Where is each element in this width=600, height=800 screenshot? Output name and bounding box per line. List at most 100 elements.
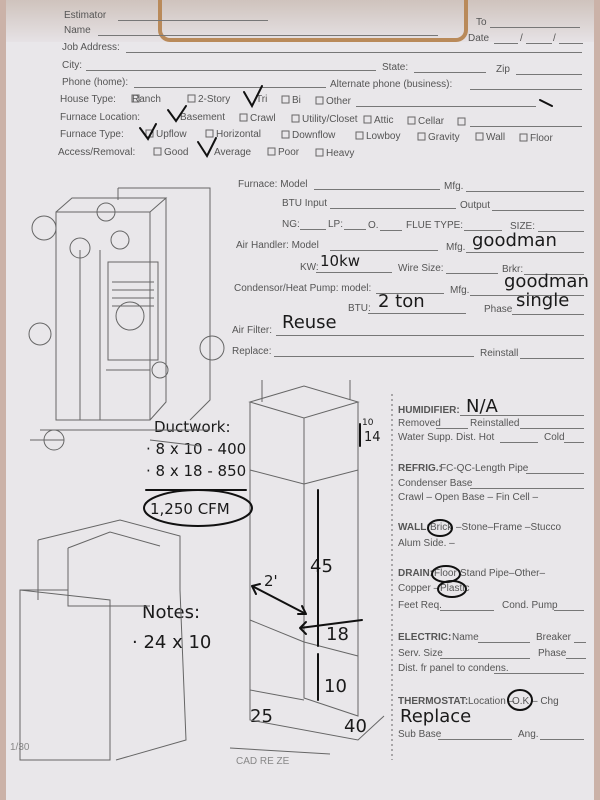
service-circle-7 [151, 361, 169, 379]
drain-rest: Stand Pipe–Other– [460, 568, 546, 579]
date-sep-2: / [553, 33, 556, 44]
circle-ok [507, 689, 533, 711]
drain-plastic: Plastic [440, 583, 470, 594]
kw-label: KW: [300, 262, 319, 273]
water-supply-label: Water Supp. Dist. Hot [398, 432, 495, 443]
reinstall-label: Reinstall [480, 348, 519, 359]
notes-title: Notes: [142, 602, 201, 623]
furnace-type-downflow: Downflow [292, 130, 336, 141]
condenser-base-label: Condenser Base [398, 478, 473, 489]
clipboard-left-edge [0, 0, 6, 800]
serv-size-label: Serv. Size [398, 648, 443, 659]
service-circle-4 [115, 301, 145, 331]
dim-inner: 18 [326, 624, 349, 645]
drain-label: DRAIN: [398, 568, 433, 579]
house-type-other: Other [326, 96, 352, 107]
ductwork-total: 1,250 CFM [150, 500, 230, 518]
checkbox-lowboy [355, 131, 364, 140]
tick-other [539, 99, 553, 107]
thermostat-label: THERMOSTAT: [398, 696, 469, 707]
cond-pump-label: Cond. Pump [502, 600, 558, 611]
dim-top-width: 14 [364, 430, 381, 445]
humidifier-value: N/A [466, 396, 498, 417]
btu-input-label: BTU Input [282, 198, 328, 209]
air-handler-mfg-label: Mfg. [446, 242, 466, 253]
circle-brick [427, 519, 453, 537]
notes-line-1: · 24 x 10 [132, 632, 212, 653]
furnace-location-utility: Utility/Closet [302, 114, 358, 125]
house-type-2story: 2-Story [198, 94, 231, 105]
thermostat-chg: – Chg [532, 696, 559, 707]
air-handler-mfg-value: goodman [472, 230, 557, 251]
thermostat-replace: Replace [400, 706, 472, 727]
btu-value: 2 ton [378, 291, 425, 312]
furnace-location-basement: Basement [180, 112, 226, 123]
dim-top-scratch: 10 [362, 418, 374, 428]
humidifier-reinstalled: Reinstalled [470, 418, 520, 429]
wire-size-label: Wire Size: [398, 263, 444, 274]
cabinet-drawing [229, 380, 385, 755]
house-type-ranch: Ranch [132, 94, 161, 105]
check-tri [243, 85, 263, 109]
clipboard-right-edge [594, 0, 600, 800]
circle-floor [431, 565, 461, 583]
flue-type-label: FLUE TYPE: [406, 220, 464, 231]
check-upflow [139, 123, 157, 141]
access-label: Access/Removal: [58, 147, 136, 158]
copper-label: Copper – [398, 583, 440, 594]
furnace-type-wall: Wall [486, 132, 506, 143]
service-circle-9 [96, 202, 116, 222]
furnace-location-attic: Attic [374, 115, 394, 126]
house-type-bi: Bi [292, 95, 301, 106]
alum-side-label: Alum Side. – [398, 538, 455, 549]
estimator-label: Estimator [64, 10, 107, 21]
checkbox-attic [363, 115, 372, 124]
water-cold-label: Cold [544, 432, 565, 443]
refrig-rest: FC-QC-Length Pipe [440, 463, 529, 474]
checkbox-2story [187, 94, 196, 103]
wall-rest: –Stone–Frame –Stucco [456, 522, 562, 533]
checkbox-downflow [281, 130, 290, 139]
o-label: O. [368, 220, 379, 231]
furnace-location-cellar: Cellar [418, 116, 445, 127]
checkbox-poor [267, 147, 276, 156]
feet-req-label: Feet Req. [398, 600, 442, 611]
date-label: Date [468, 33, 490, 44]
city-label: City: [62, 60, 82, 71]
furnace-model-label: Furnace: Model [238, 179, 308, 190]
dim-base-left: 25 [250, 706, 273, 727]
ang-label: Ang. [518, 729, 539, 740]
electric-name: Name [452, 632, 479, 643]
furnace-type-upflow: Upflow [156, 129, 187, 140]
access-heavy: Heavy [326, 148, 355, 159]
air-filter-label: Air Filter: [232, 325, 272, 336]
lp-label: LP: [328, 219, 344, 230]
furnace-type-floor: Floor [530, 133, 553, 144]
checkbox-utility [291, 114, 300, 123]
checkbox-bi [281, 95, 290, 104]
job-address-label: Job Address: [62, 42, 120, 53]
checkbox-horizontal [205, 129, 214, 138]
brkr-label: Brkr: [502, 264, 524, 275]
furnace-mfg-label: Mfg. [444, 181, 464, 192]
house-type-label: House Type: [60, 94, 116, 105]
access-good: Good [164, 147, 189, 158]
ductwork-line-2: · 8 x 18 - 850 [146, 462, 247, 480]
drain-floor: Floor [434, 568, 457, 579]
furnace-type-gravity: Gravity [428, 132, 460, 143]
dim-height: 45 [310, 556, 333, 577]
dim-bottom: 10 [324, 676, 347, 697]
ductwork-line-1: · 8 x 10 - 400 [146, 440, 247, 458]
phase-label: Phase [484, 304, 513, 315]
dim-diag: 2' [264, 572, 278, 590]
furnace-drawing [28, 187, 225, 451]
dist-label: Dist. fr panel to condens. [398, 663, 509, 674]
zip-label: Zip [496, 64, 510, 75]
electric-breaker: Breaker [536, 632, 572, 643]
footer-center: CAD RE ZE [236, 756, 290, 767]
checkbox-ranch [131, 94, 140, 103]
wall-label: WALL: [398, 522, 430, 533]
access-average: Average [214, 147, 252, 158]
